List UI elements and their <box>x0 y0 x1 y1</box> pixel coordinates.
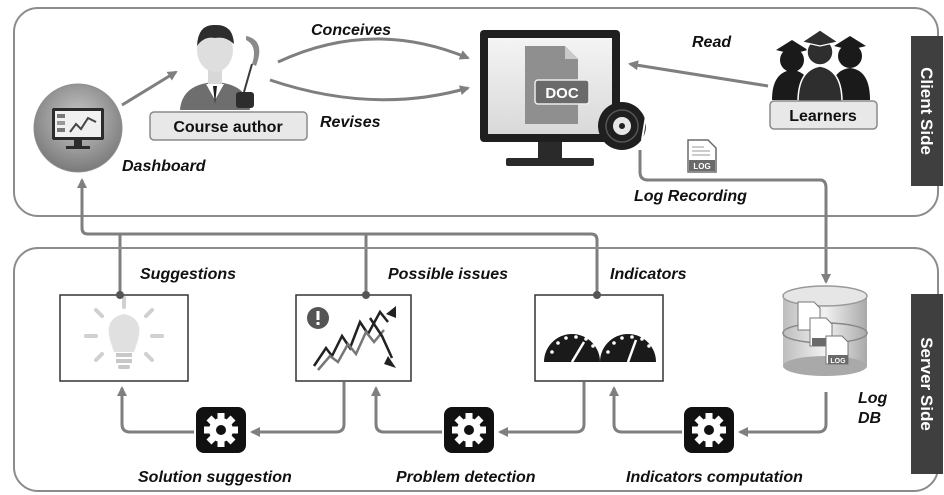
dashboard-icon <box>33 83 123 173</box>
problem-detection-label: Problem detection <box>396 469 536 486</box>
recording-disc-icon <box>598 102 648 150</box>
client-side-tab <box>911 36 943 186</box>
indicators-computation-label: Indicators computation <box>626 469 803 486</box>
server-side-tab <box>911 294 943 474</box>
client-side-title: Client Side <box>917 67 936 155</box>
gauges-icon <box>544 334 656 363</box>
indicators-label: Indicators <box>610 266 687 283</box>
course-author-label: Course author <box>173 119 282 136</box>
monitor-doc-icon: DOC <box>480 30 620 166</box>
db-icon-text: LOG <box>830 358 846 365</box>
log-file-icon: LOG <box>687 139 717 173</box>
read-label: Read <box>692 34 732 51</box>
arrow-detection-to-possible-issues <box>371 386 442 434</box>
arrow-conceives <box>277 37 470 64</box>
learners-icon <box>772 29 870 103</box>
suggestions-connector-dot <box>116 291 124 299</box>
log-db-label-line1: Log <box>858 390 888 407</box>
log-file-icon-text: LOG <box>693 162 710 171</box>
arrow-read <box>628 60 769 88</box>
solution-suggestion-label: Solution suggestion <box>138 469 292 486</box>
possible-issues-connector-dot <box>362 291 370 299</box>
arrow-issues-to-solution-suggestion <box>250 382 346 437</box>
revises-label: Revises <box>320 114 381 131</box>
conceives-label: Conceives <box>311 22 391 39</box>
possible-issues-label: Possible issues <box>388 266 508 283</box>
trend-chart-icon <box>307 306 396 371</box>
log-db-icon: LOG <box>782 285 868 376</box>
arrow-indicators-to-problem-detection <box>498 382 586 437</box>
doc-icon-text: DOC <box>545 85 579 102</box>
learners-label: Learners <box>789 108 857 125</box>
gear-problem-detection <box>444 407 494 453</box>
arrow-solution-to-suggestions <box>117 386 194 434</box>
log-db-label-line2: DB <box>858 410 881 427</box>
indicators-connector-dot <box>593 291 601 299</box>
arrow-computation-to-indicators <box>609 386 682 434</box>
learners-chip <box>769 100 878 130</box>
arrow-revises <box>269 78 470 102</box>
server-side-title: Server Side <box>917 337 936 431</box>
arrow-dashboard-to-author <box>121 70 178 107</box>
arrow-feedback-to-dashboard <box>77 178 599 293</box>
dashboard-label: Dashboard <box>122 158 207 175</box>
arrow-log-to-db <box>638 150 831 284</box>
indicators-box <box>534 294 664 382</box>
arrow-db-to-indicators-computation <box>738 392 828 437</box>
course-author-chip <box>149 111 308 141</box>
log-recording-label: Log Recording <box>634 188 747 205</box>
suggestions-label: Suggestions <box>140 266 236 283</box>
gear-indicators-computation <box>684 407 734 453</box>
gear-solution-suggestion <box>196 407 246 453</box>
lightbulb-icon <box>84 296 164 369</box>
course-author-icon <box>180 24 260 110</box>
